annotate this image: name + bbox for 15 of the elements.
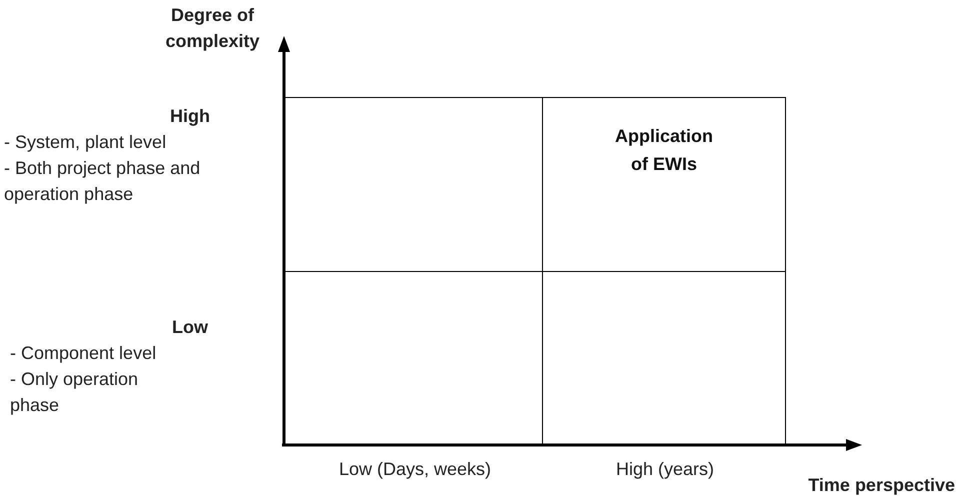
description-text: - Component level (10, 342, 158, 365)
axis-tick-label: High (years) (614, 458, 716, 481)
axis-title: Degree of complexity (164, 4, 261, 53)
description-text: - Only operation phase (10, 368, 140, 417)
quadrant-cell (284, 271, 543, 446)
level-heading: Low (171, 316, 209, 339)
level-heading: High (169, 105, 211, 128)
description-text: - System, plant level (4, 131, 168, 154)
description-text: - Both project phase and operation phase (4, 157, 202, 206)
quadrant-cell (543, 271, 786, 446)
quadrant-cell (543, 97, 786, 272)
axis-tick-label: Low (Days, weeks) (338, 458, 492, 481)
axis-title: Time perspective (807, 474, 955, 497)
quadrant-cell (284, 97, 543, 272)
quadrant-text: Application of EWIs (614, 125, 714, 176)
